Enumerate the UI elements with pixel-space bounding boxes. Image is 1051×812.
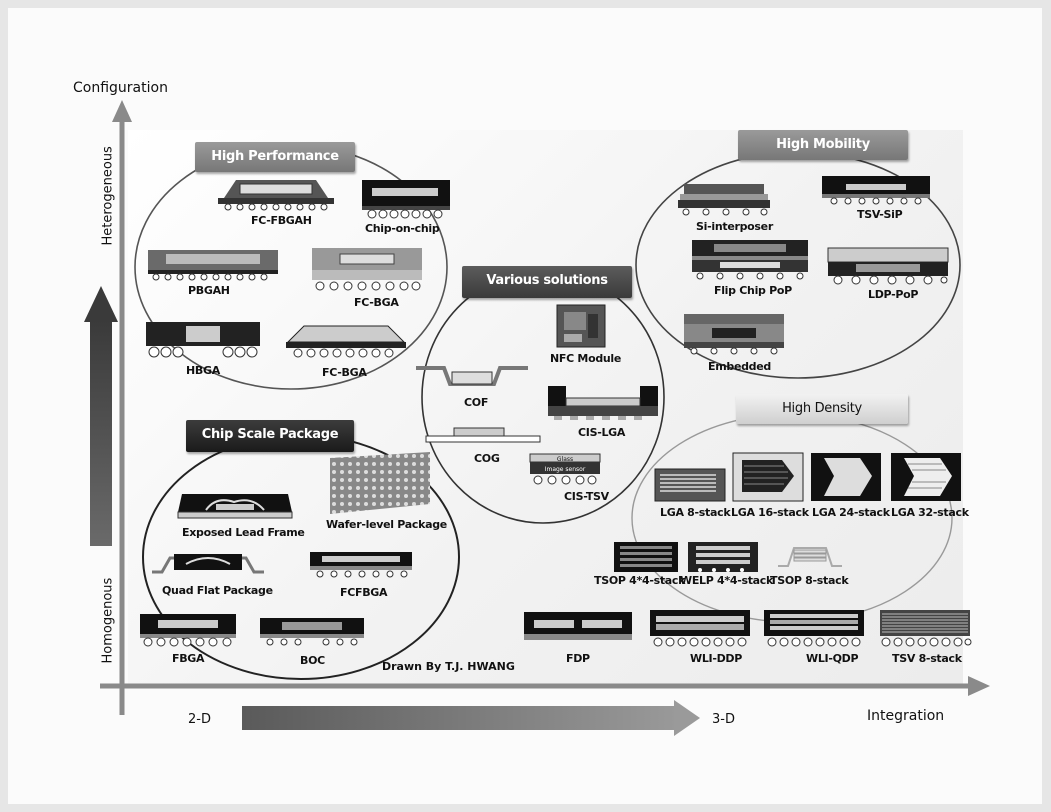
label-tsop-4x4-stack: TSOP 4*4-stack [594,574,686,587]
label-tsv-8-stack: TSV 8-stack [892,652,962,665]
label-ldp-pop: LDP-PoP [868,288,919,301]
label-cis-lga: CIS-LGA [578,426,626,439]
label-wli-ddp: WLI-DDP [690,652,743,665]
fc-fbgah-image [218,180,334,211]
label-fbga: FBGA [172,652,205,665]
quad-flat-package-image [152,554,264,574]
chip-on-chip-image [362,180,450,219]
cis-lga-image [548,386,658,420]
cog-image [425,427,541,443]
heterogeneity-arrow-head [84,286,118,322]
fc-bga-image-2 [286,325,406,358]
label-lga-16-stack: LGA 16-stack [731,506,809,519]
label-fdp: FDP [566,652,590,665]
wafer-level-package-image [330,452,430,514]
label-chip-on-chip: Chip-on-chip [365,222,440,235]
tsop-8-stack-image [778,547,842,567]
label-quad-flat-package: Quad Flat Package [162,584,273,597]
heterogeneity-arrow-shaft [90,320,112,546]
label-flip-chip-pop: Flip Chip PoP [714,284,792,297]
label-hbga: HBGA [186,364,220,377]
hbga-image [146,322,260,358]
author-credit: Drawn By T.J. HWANG [382,660,515,673]
label-exposed-lead-frame: Exposed Lead Frame [182,526,305,539]
boc-image [260,618,364,646]
wli-ddp-image [650,610,750,647]
label-nfc-module: NFC Module [550,352,622,365]
flip-chip-pop-image [692,240,808,280]
x-axis-title: Integration [867,708,945,724]
label-wli-qdp: WLI-QDP [806,652,859,665]
pbgah-image [148,250,278,281]
label-cof: COF [464,396,489,409]
cis-tsv-sensor-text: Image sensor [545,466,586,473]
y-tick-homogenous: Homogenous [100,577,116,664]
embedded-image [684,314,784,355]
banner-chip-scale-package: Chip Scale Package [186,420,354,452]
label-wafer-level-package: Wafer-level Package [326,518,447,531]
label-si-interposer: Si-interposer [696,220,773,233]
cof-image [416,366,528,386]
label-boc: BOC [300,654,325,667]
label-cog: COG [474,452,500,465]
label-lga-24-stack: LGA 24-stack [812,506,890,519]
banner-high-performance: High Performance [195,142,355,172]
si-interposer-image [678,184,770,216]
integration-arrow-shaft [242,706,682,730]
welp-4x4-stack-image [688,542,758,572]
x-tick-2d: 2-D [188,712,211,727]
y-axis-arrowhead [112,100,132,122]
banner-high-density: High Density [736,394,908,424]
tsv-8-stack-image [880,610,972,647]
lga-16-stack-image [732,452,804,502]
label-lga-8-stack: LGA 8-stack [660,506,731,519]
tsv-sip-image [822,176,930,205]
fbga-image [140,614,236,647]
label-fc-bga-2: FC-BGA [322,366,367,379]
y-tick-heterogeneous: Heterogeneous [100,146,116,246]
banner-various-solutions: Various solutions [462,266,632,298]
fc-bga-image-1 [312,248,422,291]
lga-8-stack-image [654,468,726,502]
exposed-lead-frame-image [177,494,293,519]
lga-24-stack-image [811,453,881,501]
label-fcfbga: FCFBGA [340,586,388,599]
tsop-4x4-stack-image [614,542,678,572]
fcfbga-image [310,552,412,578]
label-fc-bga-1: FC-BGA [354,296,399,309]
label-tsop-8-stack: TSOP 8-stack [770,574,849,587]
label-lga-32-stack: LGA 32-stack [891,506,969,519]
label-cis-tsv: CIS-TSV [564,490,609,503]
cis-tsv-glass-text: Glass [557,456,573,463]
lga-32-stack-image [891,453,961,501]
wli-qdp-image [764,610,864,647]
nfc-module-image [556,304,606,348]
banner-high-mobility: High Mobility [738,130,908,160]
integration-arrow-head [674,700,700,736]
label-tsv-sip: TSV-SiP [857,208,903,221]
label-welp-4x4-stack: WELP 4*4-stack [680,574,774,587]
label-fc-fbgah: FC-FBGAH [251,214,312,227]
cis-tsv-image: Glass Image sensor [529,453,601,485]
label-embedded: Embedded [708,360,771,373]
y-axis-title: Configuration [73,80,168,96]
x-axis-arrowhead [968,676,990,696]
fdp-image [524,612,632,640]
label-pbgah: PBGAH [188,284,230,297]
x-tick-3d: 3-D [712,712,735,727]
ldp-pop-image [827,247,949,285]
